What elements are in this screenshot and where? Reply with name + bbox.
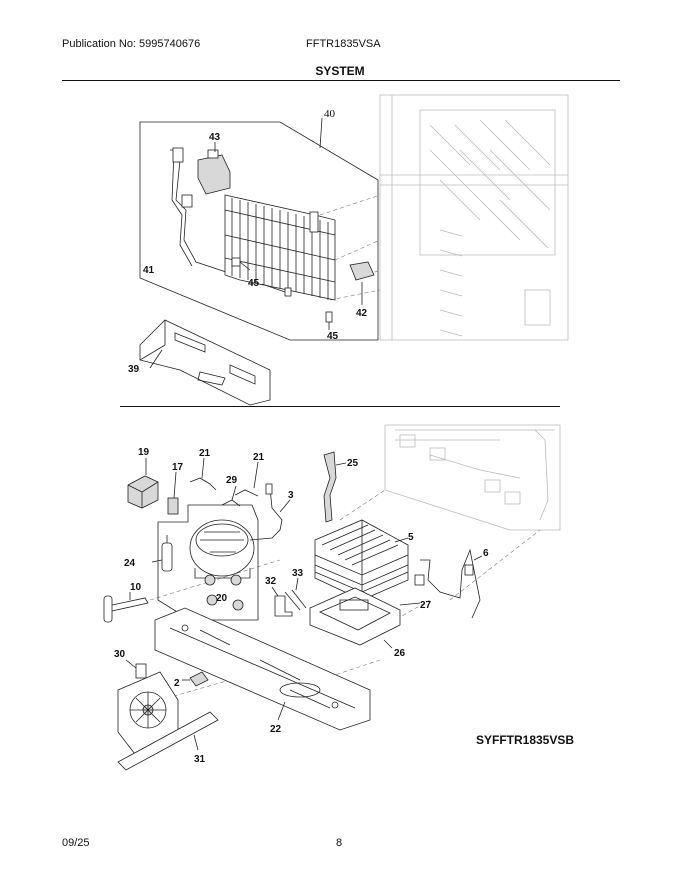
callout-24: 24 xyxy=(124,558,136,569)
evaporator-cover-39 xyxy=(139,319,271,406)
clip-2 xyxy=(189,671,209,687)
drier-24 xyxy=(161,542,173,572)
module-42 xyxy=(349,261,375,281)
callout-21-right: 21 xyxy=(253,452,265,463)
condenser-coil xyxy=(314,519,409,601)
page-number: 8 xyxy=(336,837,343,849)
grommet-2 xyxy=(230,574,242,586)
callout-21: 21 xyxy=(199,448,211,459)
callout-32: 32 xyxy=(265,576,277,587)
base-22 xyxy=(154,607,371,731)
angle-31 xyxy=(117,711,219,771)
grommet-1 xyxy=(204,574,216,586)
section-title: SYSTEM xyxy=(315,64,365,78)
section-divider xyxy=(120,406,560,407)
compressor-group-frame xyxy=(157,504,259,621)
drier-10 xyxy=(103,595,149,623)
header-rule xyxy=(62,80,620,81)
part-32 xyxy=(274,595,293,617)
assembly-40-frame xyxy=(139,121,379,341)
footer-date: 09/25 xyxy=(62,837,90,849)
callout-45-lower: 45 xyxy=(327,331,339,342)
grommet-3 xyxy=(206,594,218,606)
callout-17: 17 xyxy=(172,462,184,473)
callout-40: 40 xyxy=(324,108,336,120)
callout-25: 25 xyxy=(347,458,359,469)
callout-27: 27 xyxy=(420,600,432,611)
clip-45b xyxy=(325,311,333,323)
condenser-fan-30 xyxy=(117,663,179,759)
harness-6 xyxy=(420,548,481,619)
callout-29: 29 xyxy=(226,475,238,486)
evaporator-coil xyxy=(224,194,336,301)
defrost-control-43 xyxy=(197,142,231,195)
callout-5: 5 xyxy=(408,532,414,543)
callout-22: 22 xyxy=(270,724,282,735)
callout-41: 41 xyxy=(143,265,155,276)
callout-19: 19 xyxy=(138,447,150,458)
callout-42: 42 xyxy=(356,308,368,319)
compressor xyxy=(189,519,255,579)
callout-33: 33 xyxy=(292,568,304,579)
callout-10: 10 xyxy=(130,582,142,593)
model-number: FFTR1835VSA xyxy=(306,38,381,50)
callout-45: 45 xyxy=(248,278,260,289)
wire-21a xyxy=(189,477,217,491)
bracket-25 xyxy=(323,451,337,523)
diagram-code: SYFFTR1835VSB xyxy=(476,733,575,747)
callout-31: 31 xyxy=(194,754,206,765)
overload-17 xyxy=(167,497,179,515)
callout-20: 20 xyxy=(216,593,228,604)
callout-6: 6 xyxy=(483,548,489,559)
callout-39: 39 xyxy=(128,364,140,375)
drain-pan-26 xyxy=(309,587,401,646)
callout-30: 30 xyxy=(114,649,126,660)
grommet-4 xyxy=(232,599,244,611)
callout-43: 43 xyxy=(209,132,221,143)
part-33 xyxy=(284,589,307,611)
callout-3: 3 xyxy=(288,490,294,501)
tube-3 xyxy=(249,487,283,541)
callout-26: 26 xyxy=(394,648,406,659)
cabinet-outline-bottom xyxy=(384,424,561,531)
relay-19 xyxy=(127,475,159,509)
clip-45a xyxy=(231,257,241,267)
wire-21b xyxy=(234,489,259,497)
callout-2: 2 xyxy=(174,678,180,689)
cabinet-outline-top xyxy=(379,94,569,341)
publication-number: Publication No: 5995740676 xyxy=(62,38,201,50)
